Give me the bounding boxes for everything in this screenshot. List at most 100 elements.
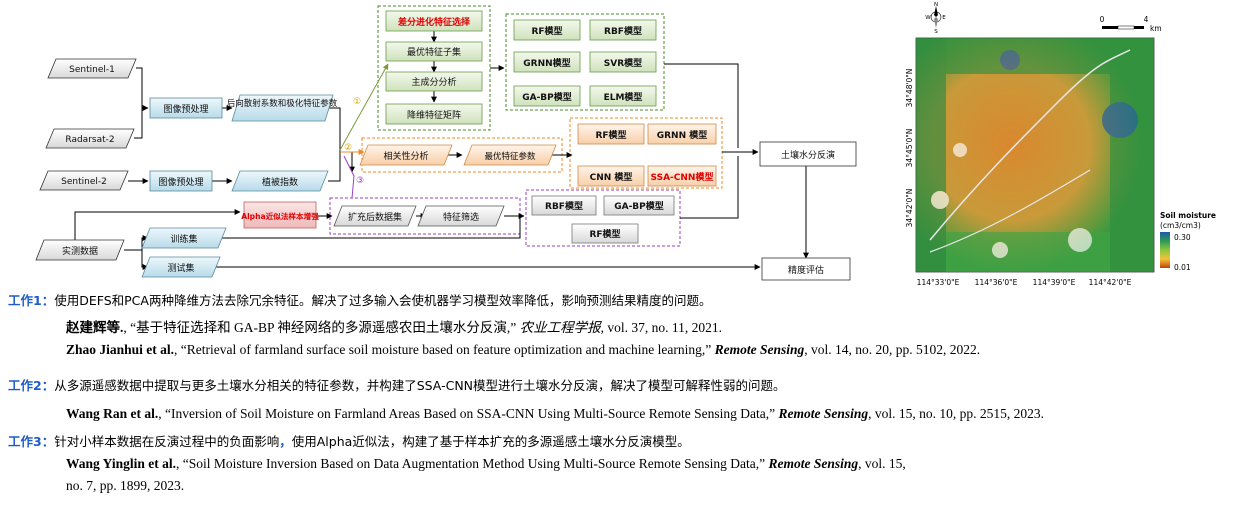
preprocess-box-2: 图像预处理 bbox=[149, 170, 213, 192]
work-1-citation-1: 赵建辉等., “基于特征选择和 GA-BP 神经网络的多源遥感农田土壤水分反演,… bbox=[66, 316, 722, 336]
model-box-r1-1: RF模型 bbox=[513, 19, 581, 41]
chain-box-1: 差分进化特征选择 bbox=[385, 10, 483, 32]
work-1-text: 使用DEFS和PCA两种降维方法去除冗余特征。解决了过多输入会使机器学习模型效率… bbox=[54, 293, 712, 308]
model-box-r2-4: SSA-CNN模型 bbox=[647, 165, 717, 187]
citation-2-title: , “Retrieval of farmland surface soil mo… bbox=[174, 342, 715, 357]
scale-end: 4 bbox=[1144, 15, 1149, 24]
model-r1-1-label: RF模型 bbox=[531, 25, 562, 37]
compass-icon: N S W E bbox=[925, 2, 946, 35]
correlation-analysis: 相关性分析 bbox=[359, 144, 453, 166]
accuracy-evaluation: 精度评估 bbox=[761, 257, 851, 281]
model-box-r2-2: GRNN 模型 bbox=[647, 123, 717, 145]
chain-arrows bbox=[431, 31, 505, 103]
optimal-params-label: 最优特征参数 bbox=[484, 151, 536, 162]
work-2-citation-1: Wang Ran et al., “Inversion of Soil Mois… bbox=[66, 406, 1044, 422]
alpha-augmentation: Alpha近似法样本增强 bbox=[241, 201, 319, 229]
model-box-r1-4: SVR模型 bbox=[589, 51, 657, 73]
branch-arrow-1 bbox=[339, 63, 389, 151]
work-1-summary: 工作1：使用DEFS和PCA两种降维方法去除冗余特征。解决了过多输入会使机器学习… bbox=[8, 290, 711, 309]
scale-unit: km bbox=[1150, 24, 1162, 33]
model-r2-1-label: RF模型 bbox=[595, 129, 626, 141]
work-3-label: 工作3： bbox=[8, 434, 55, 449]
method-flowchart: Sentinel-1 Radarsat-2 Sentinel-2 实测数据 图像… bbox=[35, 2, 1216, 287]
preprocess-box-2-label: 图像预处理 bbox=[158, 176, 203, 188]
input-sentinel-2-label: Sentinel-2 bbox=[61, 177, 107, 187]
optimal-params: 最优特征参数 bbox=[463, 144, 557, 166]
model-box-r2-3: CNN 模型 bbox=[577, 165, 645, 187]
input-radarsat-2: Radarsat-2 bbox=[45, 128, 135, 149]
work-1-citation-2: Zhao Jianhui et al., “Retrieval of farml… bbox=[66, 342, 980, 358]
citation-4-title: , “Soil Moisture Inversion Based on Data… bbox=[176, 456, 769, 471]
work-3-citation-1-cont: no. 7, pp. 1899, 2023. bbox=[66, 478, 184, 494]
model-box-r3-1: RBF模型 bbox=[531, 195, 597, 216]
input-sentinel-1: Sentinel-1 bbox=[47, 58, 137, 79]
citation-2-journal: Remote Sensing bbox=[714, 342, 805, 357]
model-box-r1-3: GRNN模型 bbox=[513, 51, 581, 73]
legend-title: Soil moisture bbox=[1160, 211, 1216, 220]
chain-box-3: 主成分分析 bbox=[385, 71, 483, 92]
model-r1-6-label: ELM模型 bbox=[604, 91, 643, 103]
soil-moisture-inversion: 土壤水分反演 bbox=[759, 141, 857, 167]
chain-box-4: 降维特征矩阵 bbox=[385, 103, 483, 125]
model-r3-2-label: GA-BP模型 bbox=[614, 200, 664, 212]
citation-1-authors: 赵建辉等. bbox=[66, 320, 124, 335]
map-x-label-1: 114°33'0"E bbox=[917, 278, 960, 287]
backscatter-label: 后向散射系数和极化特征参数 bbox=[227, 98, 338, 109]
citation-1-title: , “基于特征选择和 GA-BP 神经网络的多源遥感农田土壤水分反演,” bbox=[123, 320, 520, 335]
soil-moisture-map: N S W E 0 4 km 34°48'0"N 34°45'0"N 34°42… bbox=[905, 2, 1216, 287]
model-box-r1-6: ELM模型 bbox=[589, 85, 657, 107]
citation-1-details: , vol. 37, no. 11, 2021. bbox=[600, 320, 722, 335]
preprocess-box-1-label: 图像预处理 bbox=[163, 103, 208, 115]
model-r1-2-label: RBF模型 bbox=[604, 25, 642, 37]
work-3-text-b: 使用Alpha近似法，构建了基于样本扩充的多源遥感土壤水分反演模型。 bbox=[291, 434, 690, 449]
citation-2-authors: Zhao Jianhui et al. bbox=[66, 342, 175, 357]
model-box-r3-2: GA-BP模型 bbox=[603, 195, 675, 216]
compass-n: N bbox=[934, 2, 938, 8]
map-legend: Soil moisture (cm3/cm3) 0.30 0.01 bbox=[1160, 211, 1216, 272]
chain-box-2-label: 最优特征子集 bbox=[407, 46, 461, 58]
test-set-label: 测试集 bbox=[167, 262, 194, 274]
vegetation-index: 植被指数 bbox=[231, 170, 329, 192]
legend-color-ramp bbox=[1160, 232, 1170, 268]
accuracy-evaluation-label: 精度评估 bbox=[788, 264, 824, 276]
model-r2-2-label: GRNN 模型 bbox=[657, 129, 708, 141]
branch-arrow-3 bbox=[343, 155, 355, 199]
route-2-marker: ② bbox=[344, 143, 352, 153]
compass-w: W bbox=[925, 15, 931, 21]
map-x-label-4: 114°42'0"E bbox=[1089, 278, 1132, 287]
map-y-label-3: 34°42'0"N bbox=[905, 189, 914, 228]
model-box-r3-3: RF模型 bbox=[571, 223, 639, 244]
legend-max: 0.30 bbox=[1174, 233, 1191, 242]
work-2-summary: 工作2：从多源遥感数据中提取与更多土壤水分相关的特征参数，并构建了SSA-CNN… bbox=[8, 375, 786, 394]
work-2-label: 工作2： bbox=[8, 378, 55, 393]
input-radarsat-2-label: Radarsat-2 bbox=[65, 135, 114, 145]
chain-box-1-label: 差分进化特征选择 bbox=[398, 16, 471, 28]
input-measured-data-label: 实测数据 bbox=[62, 245, 98, 257]
citation-4-journal: Remote Sensing bbox=[768, 456, 859, 471]
citation-4-details: , vol. 15, bbox=[858, 456, 906, 471]
citation-3-title: , “Inversion of Soil Moisture on Farmlan… bbox=[158, 406, 779, 421]
vegetation-index-label: 植被指数 bbox=[262, 176, 298, 188]
train-set: 训练集 bbox=[141, 227, 227, 249]
frame-route-2-models bbox=[569, 117, 723, 189]
map-road bbox=[929, 49, 1131, 241]
chain-box-4-label: 降维特征矩阵 bbox=[407, 109, 461, 121]
map-y-label-2: 34°45'0"N bbox=[905, 129, 914, 168]
feature-screening-label: 特征筛选 bbox=[443, 211, 479, 223]
compass-e: E bbox=[942, 15, 946, 21]
model-r2-3-label: CNN 模型 bbox=[590, 171, 633, 183]
citation-4-details-2: no. 7, pp. 1899, 2023. bbox=[66, 478, 185, 493]
model-box-r1-5: GA-BP模型 bbox=[513, 85, 581, 107]
map-x-label-2: 114°36'0"E bbox=[975, 278, 1018, 287]
legend-min: 0.01 bbox=[1174, 263, 1191, 272]
citation-3-details: , vol. 15, no. 10, pp. 2515, 2023. bbox=[868, 406, 1044, 421]
route-3-marker: ③ bbox=[356, 176, 364, 186]
map-y-label-1: 34°48'0"N bbox=[905, 69, 914, 108]
scale-start: 0 bbox=[1100, 15, 1105, 24]
citation-4-authors: Wang Yinglin et al. bbox=[66, 456, 177, 471]
expanded-dataset-label: 扩充后数据集 bbox=[348, 211, 402, 223]
map-x-label-3: 114°39'0"E bbox=[1033, 278, 1076, 287]
citation-3-journal: Remote Sensing bbox=[778, 406, 869, 421]
citation-2-details: , vol. 14, no. 20, pp. 5102, 2022. bbox=[804, 342, 981, 357]
compass-s: S bbox=[934, 29, 938, 35]
